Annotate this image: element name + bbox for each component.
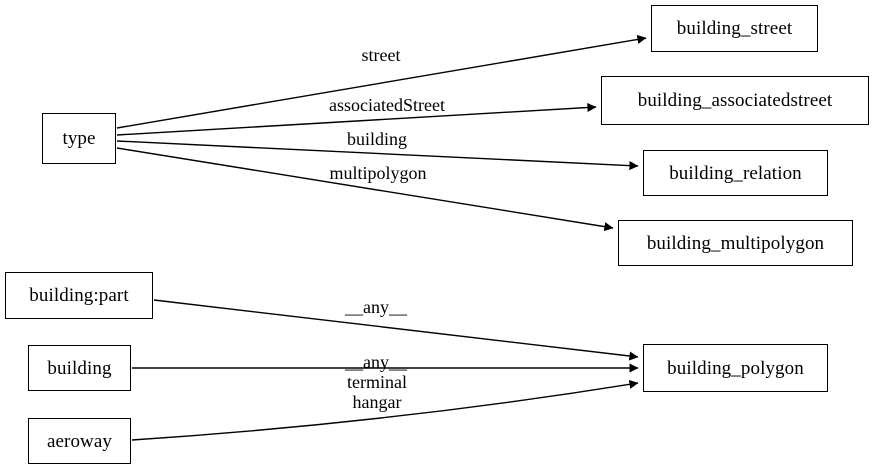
node-building-multipolygon[interactable]: building_multipolygon (618, 220, 853, 266)
edge-label-street: street (361, 45, 401, 65)
node-building-relation[interactable]: building_relation (643, 150, 828, 196)
edge-label-associatedstreet: associatedStreet (329, 95, 445, 115)
edge-label-hangar: hangar (352, 392, 402, 412)
node-aeroway[interactable]: aeroway (28, 418, 131, 464)
node-building-part[interactable]: building:part (5, 272, 153, 319)
node-building-street[interactable]: building_street (651, 5, 818, 52)
edge-label-building: building (346, 129, 407, 149)
node-label: building_street (676, 18, 793, 39)
edge-type-to-building-relation (116, 140, 639, 171)
edge-label-multipolygon: multipolygon (329, 163, 427, 183)
edge-building-part-to-building-polygon (153, 299, 639, 361)
node-type[interactable]: type (42, 113, 116, 164)
node-building[interactable]: building (28, 345, 131, 391)
node-label: aeroway (46, 430, 113, 452)
edge-type-to-building-multipolygon (116, 147, 614, 232)
edge-type-to-building-associatedstreet (116, 102, 597, 136)
node-label: building_associatedstreet (637, 90, 833, 111)
node-label: building:part (29, 285, 129, 306)
node-label: type (62, 128, 96, 149)
edge-label-any-building-part: __any__ (345, 297, 407, 317)
node-label: building_relation (669, 162, 802, 184)
node-building-associatedstreet[interactable]: building_associatedstreet (601, 76, 869, 125)
edge-aeroway-to-building-polygon (131, 379, 639, 441)
edge-label-terminal: terminal (347, 372, 407, 392)
node-building-polygon[interactable]: building_polygon (643, 344, 828, 392)
edge-type-to-building-street (116, 34, 647, 129)
node-label: building_polygon (667, 357, 804, 379)
edge-label-any-building: __any__ (345, 352, 407, 372)
node-label: building (47, 357, 112, 379)
node-label: building_multipolygon (646, 232, 825, 254)
